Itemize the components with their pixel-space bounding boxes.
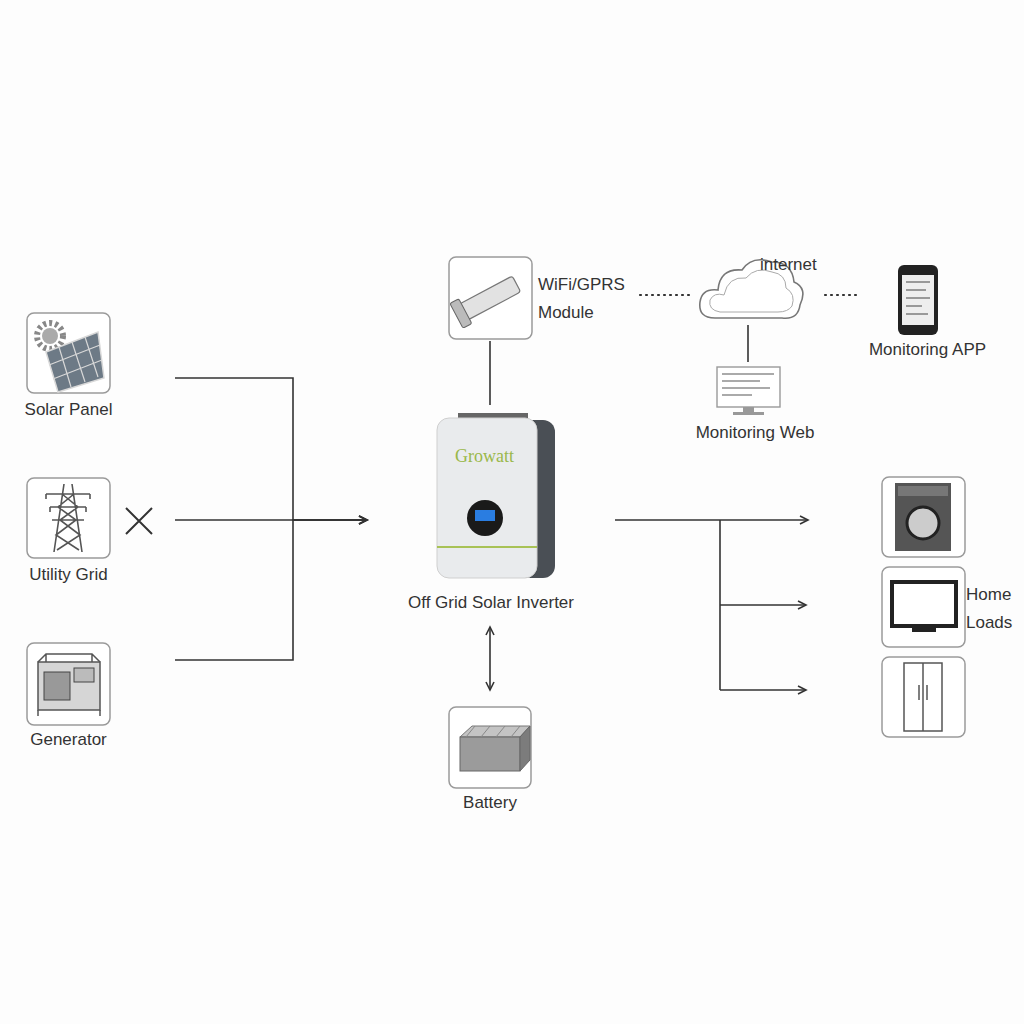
- brand-label: Growatt: [455, 446, 514, 467]
- battery-top: [460, 726, 530, 737]
- panel-grid: [49, 337, 102, 387]
- sun: [42, 328, 58, 344]
- inverter-display-ring: [467, 500, 503, 536]
- icon-frame: [882, 657, 965, 737]
- connector: [175, 378, 367, 520]
- connector: [175, 520, 367, 660]
- connector: [489, 341, 491, 405]
- inverter-illustration: [437, 413, 555, 578]
- tv-screen: [894, 584, 954, 624]
- module-stick: [459, 276, 520, 320]
- node-label: Monitoring Web: [680, 419, 830, 447]
- connector: [747, 325, 749, 362]
- node-label: Home Loads: [966, 581, 1022, 637]
- connector: [489, 627, 491, 690]
- node-box: Home Loads: [808, 475, 1020, 740]
- node-box: Off Grid Solar Inverter: [367, 405, 615, 627]
- monitor-screen: [717, 367, 780, 407]
- node-label: Off Grid Solar Inverter: [367, 589, 615, 617]
- panel: [46, 332, 104, 392]
- phone-body: [898, 265, 938, 335]
- wifi-module-icon: [449, 257, 532, 339]
- fridge-icon: [882, 657, 965, 737]
- fridge-body: [904, 663, 942, 731]
- node-box: Utility Grid: [20, 475, 175, 585]
- branch-wire: [720, 689, 806, 691]
- monitor-icon: [717, 367, 780, 415]
- tv-icon: [882, 567, 965, 647]
- node-box: Monitoring Web: [680, 362, 830, 447]
- node-label: Generator: [20, 726, 117, 754]
- icon-frame: [27, 313, 110, 393]
- node-box: WiFi/GPRS Module: [449, 257, 640, 341]
- node-label: Solar Panel: [20, 396, 117, 424]
- sun-rays: [37, 323, 63, 349]
- module-plate: [450, 299, 472, 328]
- icon-frame: [449, 257, 532, 339]
- icon-frame: [882, 477, 965, 557]
- cloud-inner: [710, 270, 793, 312]
- node-label: Monitoring APP: [860, 336, 995, 364]
- tv-bezel: [890, 580, 958, 628]
- generator-icon: [27, 643, 110, 725]
- connector: [825, 294, 860, 296]
- solar-panel-icon: [27, 313, 110, 393]
- node-label: WiFi/GPRS Module: [538, 271, 638, 327]
- node-label: Battery: [440, 789, 540, 817]
- generator-frame: [38, 662, 100, 710]
- generator-tank: [74, 668, 94, 682]
- generator-engine: [44, 672, 70, 700]
- inverter-stripe: [437, 546, 537, 548]
- node-label: internet: [760, 251, 826, 279]
- connector: [175, 519, 367, 521]
- battery-icon: [449, 707, 531, 788]
- battery-front: [460, 737, 520, 771]
- node-box: Monitoring APP: [860, 263, 995, 363]
- connector: [615, 519, 808, 521]
- generator-cage: [38, 654, 100, 716]
- connector: [640, 294, 690, 296]
- icon-frame: [27, 643, 110, 725]
- fridge-doors: [919, 663, 927, 731]
- node-box: Battery: [440, 690, 540, 815]
- node-box: internet: [690, 250, 825, 325]
- phone-screen: [902, 275, 934, 325]
- phone-content: [906, 282, 930, 314]
- monitor-base: [733, 412, 764, 415]
- tower: [46, 484, 90, 552]
- battery-side: [520, 726, 530, 771]
- icon-frame: [449, 707, 531, 788]
- module-body: [450, 272, 523, 329]
- branch-wire: [720, 604, 806, 606]
- washer-panel: [898, 486, 948, 496]
- monitor-content: [722, 374, 774, 395]
- monitor-stand: [743, 407, 754, 412]
- grid-tower-icon: [27, 478, 110, 558]
- icon-frame: [882, 567, 965, 647]
- node-box: Generator: [20, 640, 175, 750]
- node-label: Utility Grid: [20, 561, 117, 589]
- tv-stand: [912, 628, 936, 632]
- inverter-front: [437, 418, 537, 578]
- disconnect-mark: [126, 508, 152, 534]
- node-box: Solar Panel: [20, 310, 175, 420]
- washer-drum: [907, 507, 939, 539]
- washer-body: [895, 483, 951, 551]
- inverter-display: [475, 510, 495, 521]
- battery-cells: [466, 726, 520, 737]
- washer-icon: [882, 477, 965, 557]
- phone-icon: [898, 265, 938, 335]
- icon-frame: [27, 478, 110, 558]
